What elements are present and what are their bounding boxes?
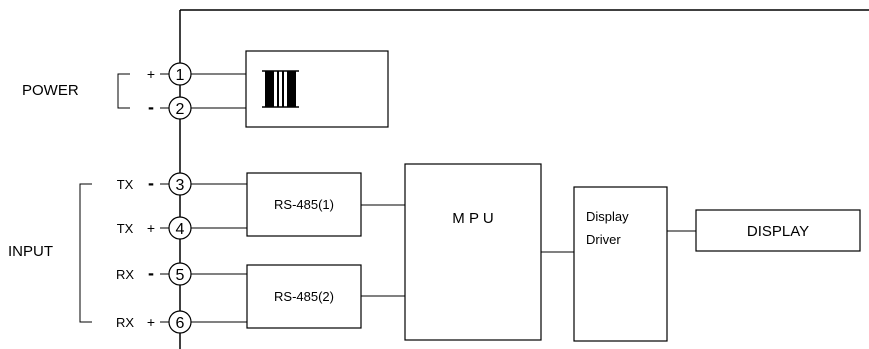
terminal-number: 5 bbox=[176, 267, 185, 284]
terminal-polarity: + bbox=[147, 220, 155, 236]
bus-lines bbox=[179, 9, 869, 349]
display-driver-block bbox=[573, 186, 668, 342]
terminal-signal-label: TX bbox=[117, 221, 134, 236]
rs485-1-block bbox=[246, 172, 362, 237]
display-driver-label-line1: Display bbox=[586, 209, 629, 224]
terminal-1: 1+ bbox=[147, 62, 192, 86]
terminal-number: 6 bbox=[176, 315, 185, 332]
power-group-label: POWER bbox=[22, 82, 79, 99]
terminal-polarity: + bbox=[147, 66, 155, 82]
terminal-group: 1+2-3-TX4+TX5-RX6+RX bbox=[116, 62, 192, 334]
terminal-signal-label: RX bbox=[116, 315, 134, 330]
terminal-polarity: - bbox=[148, 97, 154, 117]
terminal-5: 5 -RX bbox=[116, 262, 192, 286]
transformer-icon bbox=[262, 70, 299, 108]
mpu-label: M P U bbox=[452, 210, 493, 227]
terminal-number: 2 bbox=[176, 101, 185, 118]
terminal-polarity: - bbox=[148, 173, 154, 193]
display-driver-label-line2: Driver bbox=[586, 232, 621, 247]
terminal-polarity: + bbox=[147, 314, 155, 330]
terminal-signal-label: RX bbox=[116, 267, 134, 282]
terminal-number: 3 bbox=[176, 177, 185, 194]
terminal-6: 6 + RX bbox=[116, 310, 192, 334]
terminal-signal-label: TX bbox=[117, 177, 134, 192]
connection-wires bbox=[191, 73, 696, 323]
display-label: DISPLAY bbox=[747, 223, 809, 240]
input-bracket bbox=[79, 183, 92, 323]
mpu-block bbox=[404, 163, 542, 341]
input-group-label: INPUT bbox=[8, 243, 53, 260]
group-brackets bbox=[79, 73, 130, 323]
terminal-3: 3 -TX bbox=[117, 172, 192, 196]
terminal-polarity: - bbox=[148, 263, 154, 283]
terminal-4: 4 + TX bbox=[117, 216, 192, 240]
rs485-2-block bbox=[246, 264, 362, 329]
power-bracket bbox=[117, 73, 130, 109]
rs485-2-label: RS-485(2) bbox=[274, 289, 334, 304]
terminal-number: 1 bbox=[176, 67, 185, 84]
rs485-1-label: RS-485(1) bbox=[274, 197, 334, 212]
terminal-2: 2- bbox=[148, 96, 192, 120]
display-block bbox=[695, 209, 861, 252]
terminal-number: 4 bbox=[176, 221, 185, 238]
